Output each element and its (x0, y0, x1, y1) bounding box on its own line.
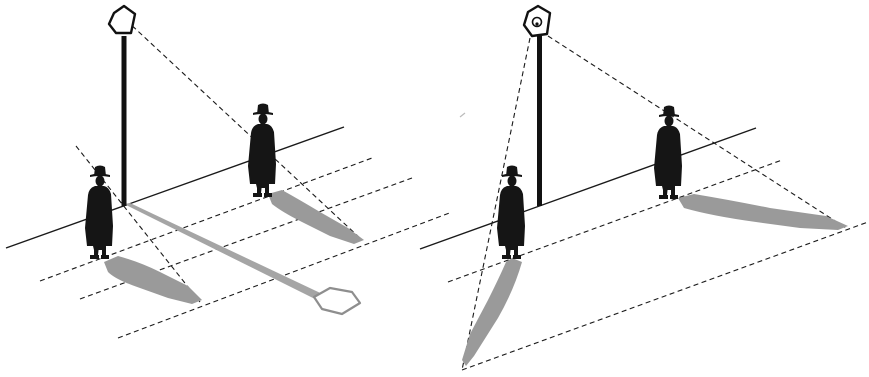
pentagon-lamp-icon (107, 4, 137, 35)
bulb-icon (531, 16, 543, 28)
pole-shadow-lamp-icon (312, 286, 362, 316)
figure-shadow (678, 194, 848, 230)
light-ray (75, 145, 201, 303)
light-ray (125, 19, 363, 241)
man-figure (85, 165, 113, 259)
figure-shadow (104, 256, 202, 304)
lamp-pole (121, 36, 127, 206)
figure-shadow (462, 258, 522, 366)
guide-line (461, 221, 869, 371)
guide-line (117, 211, 453, 339)
ground-line (419, 127, 757, 250)
light-ray (461, 37, 531, 371)
ground-line (5, 126, 345, 249)
man-figure (497, 165, 525, 259)
left-panel (5, 4, 453, 339)
lamp-pole (537, 36, 542, 206)
pole-shadow (124, 203, 333, 304)
pentagon-lamp-with-bulb-icon (522, 4, 552, 38)
man-figure (248, 103, 276, 197)
right-panel (419, 4, 869, 371)
stray-mark (459, 112, 466, 118)
figure-shadow (268, 190, 364, 244)
